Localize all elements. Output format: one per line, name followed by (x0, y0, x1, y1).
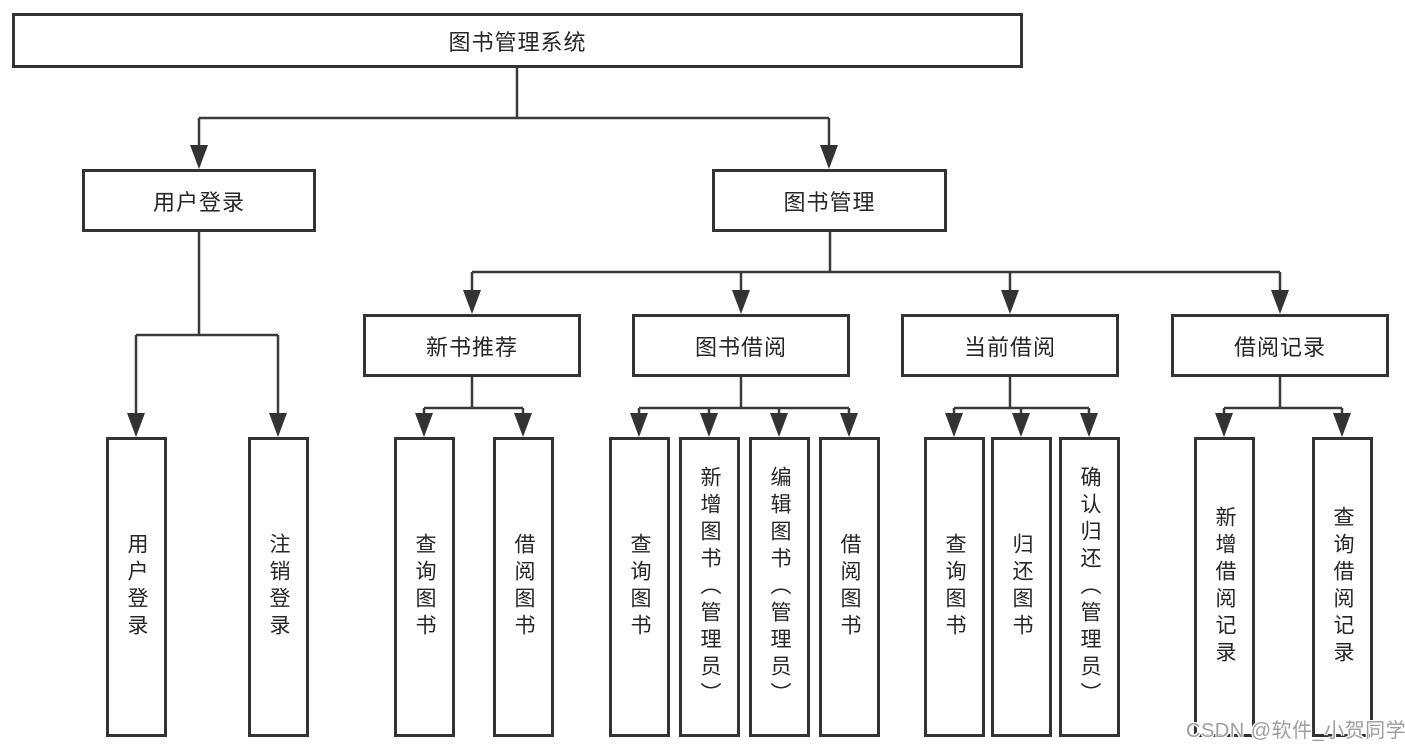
node-user-login: 用户登录 (82, 169, 316, 232)
node-current-borrowing: 当前借阅 (901, 314, 1119, 377)
connector-level3-branches (422, 377, 1344, 434)
leaf-borrowing-query-books: 查询图书 (609, 437, 670, 737)
leaf-current-return-books: 归还图书 (991, 437, 1052, 737)
connector-book-management-branch (470, 232, 1282, 311)
connector-root-to-level2 (197, 68, 831, 166)
leaf-recommend-query-books: 查询图书 (394, 437, 455, 737)
node-new-book-recommendation: 新书推荐 (363, 314, 581, 377)
leaf-logout: 注销登录 (248, 437, 309, 737)
leaf-current-confirm-return-admin: 确认归还（管理员） (1059, 437, 1120, 737)
leaf-user-login: 用户登录 (106, 437, 167, 737)
leaf-borrowing-borrow-books: 借阅图书 (819, 437, 880, 737)
csdn-watermark: CSDN @软件_小贺同学 (1186, 720, 1405, 742)
connector-user-login-branch (134, 232, 280, 434)
node-book-borrowing: 图书借阅 (632, 314, 850, 377)
node-borrowing-records: 借阅记录 (1171, 314, 1389, 377)
node-book-management: 图书管理 (712, 169, 947, 232)
leaf-records-query-borrow-record: 查询借阅记录 (1312, 437, 1373, 737)
leaf-borrowing-add-books-admin: 新增图书（管理员） (679, 437, 740, 737)
leaf-records-add-borrow-record: 新增借阅记录 (1194, 437, 1255, 737)
node-root-library-management-system: 图书管理系统 (12, 13, 1023, 68)
leaf-borrowing-edit-books-admin: 编辑图书（管理员） (749, 437, 810, 737)
leaf-recommend-borrow-books: 借阅图书 (493, 437, 554, 737)
leaf-current-query-books: 查询图书 (924, 437, 985, 737)
